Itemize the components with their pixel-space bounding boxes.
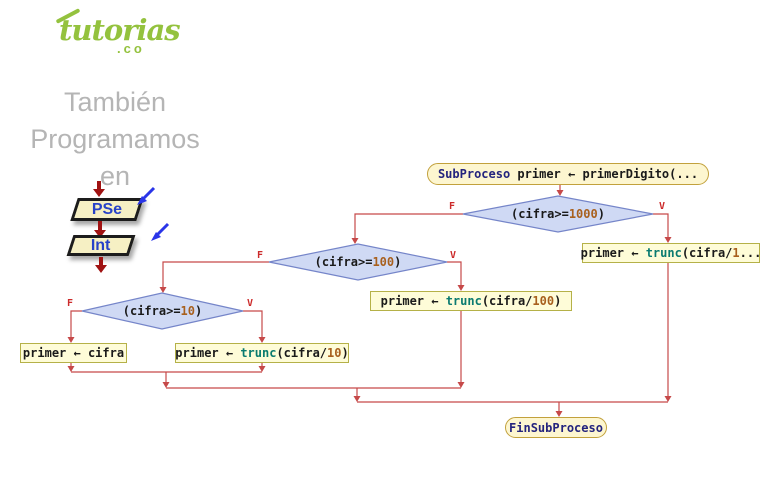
red-arrowhead-icon — [94, 230, 106, 238]
assign-number: 10 — [327, 346, 342, 360]
decision-1-label: (cifra>=1000) — [463, 196, 653, 232]
process-trunc-10[interactable]: primer ← trunc(cifra/10) — [175, 343, 349, 363]
end-node[interactable]: FinSubProceso — [505, 417, 607, 438]
assign-text: ... — [739, 246, 762, 260]
brand-logo: tutorias .co — [53, 8, 181, 58]
pseint-logo: PSe Int — [60, 175, 175, 275]
condition-text: ) — [394, 255, 402, 269]
branch-false-label: F — [257, 250, 264, 261]
assign-text: ) — [341, 346, 349, 360]
condition-text: (cifra>= — [122, 304, 181, 318]
assign-text: primer ← — [380, 294, 446, 308]
process-assign-cifra[interactable]: primer ← cifra — [20, 343, 127, 363]
condition-number: 1000 — [568, 207, 598, 221]
red-arrow-icon — [97, 181, 101, 189]
blue-flash-icon — [151, 222, 170, 241]
condition-text: (cifra>= — [314, 255, 373, 269]
decision-diamond-2[interactable] — [268, 243, 448, 281]
process-trunc-1000[interactable]: primer ← trunc(cifra/1... — [580, 243, 762, 263]
function-name: trunc — [645, 246, 682, 260]
assign-text: primer ← — [175, 346, 241, 360]
decision-3-label: (cifra>=10) — [82, 293, 243, 329]
red-arrow-icon — [99, 257, 103, 265]
tagline-line-3: en — [99, 161, 131, 191]
decision-diamond-3[interactable] — [81, 292, 244, 330]
condition-text: ) — [195, 304, 203, 318]
brand-name: tutorias — [59, 13, 181, 47]
tagline-line-1: También — [63, 87, 167, 117]
assign-text: primer ← cifra — [22, 346, 125, 360]
decision-diamond-1[interactable] — [462, 195, 654, 233]
tagline-line-2: Programamos — [30, 124, 200, 154]
assign-text: primer ← — [580, 246, 646, 260]
branch-true-label: V — [450, 250, 457, 261]
red-arrow-icon — [98, 221, 102, 230]
condition-number: 100 — [372, 255, 395, 269]
assign-number: 100 — [532, 294, 555, 308]
start-node[interactable]: SubProceso primer ← primerDigito(... — [427, 163, 709, 185]
end-keyword: FinSubProceso — [509, 420, 603, 435]
function-name: trunc — [445, 294, 482, 308]
assign-number: 1 — [732, 246, 740, 260]
blue-flash-icon — [137, 186, 156, 205]
brand-tld: .co — [117, 41, 145, 56]
assign-text: (cifra/ — [481, 294, 533, 308]
condition-text: ) — [597, 207, 605, 221]
function-name: trunc — [240, 346, 277, 360]
branch-false-label: F — [449, 201, 456, 212]
red-arrowhead-icon — [95, 265, 107, 273]
assign-text: (cifra/ — [276, 346, 328, 360]
tagline: También Programamos en — [8, 84, 222, 195]
assign-text: ) — [554, 294, 562, 308]
condition-text: (cifra>= — [511, 207, 569, 221]
branch-true-label: V — [659, 201, 666, 212]
process-trunc-100[interactable]: primer ← trunc(cifra/100) — [370, 291, 572, 311]
condition-number: 10 — [180, 304, 195, 318]
red-arrowhead-icon — [93, 189, 105, 197]
assign-text: (cifra/ — [681, 246, 733, 260]
branch-false-label: F — [67, 298, 74, 309]
start-expression: primer ← primerDigito(... — [510, 167, 699, 181]
decision-2-label: (cifra>=100) — [269, 244, 447, 280]
start-keyword: SubProceso — [437, 167, 511, 181]
branch-true-label: V — [247, 298, 254, 309]
